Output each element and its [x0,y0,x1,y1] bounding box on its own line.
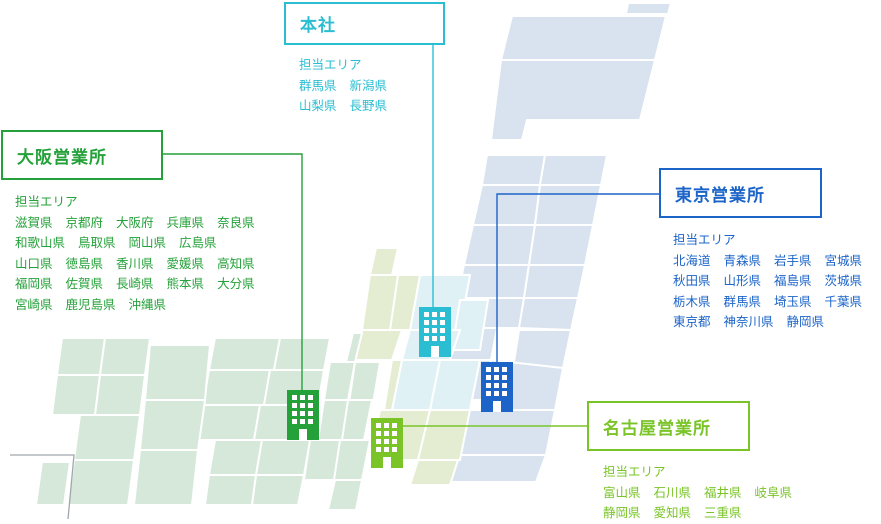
osaka-area-row: 福岡県佐賀県長崎県熊本県大分県 [15,274,268,295]
osaka-area-row: 宮崎県鹿児島県沖縄県 [15,295,268,316]
osaka-area: 担当エリア 滋賀県京都府大阪府兵庫県奈良県 和歌山県鳥取県岡山県広島県 山口県徳… [15,192,268,315]
prefecture-label: 群馬県 [299,77,337,93]
tokyo-office-box: 東京営業所 [659,168,822,218]
tokyo-area-title: 担当エリア [673,232,736,247]
osaka-office-name: 大阪営業所 [17,147,107,168]
prefecture-label: 奈良県 [217,214,255,230]
prefecture-label: 富山県 [603,484,641,500]
tokyo-area: 担当エリア 北海道青森県岩手県宮城県 秋田県山形県福島県茨城県 栃木県群馬県埼玉… [673,230,875,333]
prefecture-label: 静岡県 [786,314,825,329]
tokyo-building-icon [481,362,513,412]
prefecture-label: 山梨県 [299,98,337,113]
prefecture-label: 茨城県 [824,273,863,288]
hq-area-row: 山梨県長野県 [299,96,400,117]
tokyo-area-row: 北海道青森県岩手県宮城県 [673,251,875,272]
hq-area-row: 群馬県新潟県 [299,76,400,97]
prefecture-label: 山形県 [723,273,762,288]
prefecture-label: 大阪府 [116,214,154,230]
tokyo-area-row: 秋田県山形県福島県茨城県 [673,271,875,292]
prefecture-label: 滋賀県 [15,214,53,230]
osaka-area-row: 滋賀県京都府大阪府兵庫県奈良県 [15,213,268,234]
osaka-area-title: 担当エリア [15,194,78,209]
tokyo-connector [496,193,660,362]
nagoya-area-title: 担当エリア [603,464,666,479]
prefecture-label: 大分県 [217,276,255,291]
prefecture-label: 神奈川県 [723,314,774,329]
osaka-building-icon [287,390,319,440]
prefecture-label: 長崎県 [116,276,154,291]
nagoya-building-icon [371,418,403,468]
tokyo-office-name: 東京営業所 [675,185,765,206]
prefecture-label: 熊本県 [166,276,205,291]
hq-office-box: 本社 [284,2,445,45]
prefecture-label: 高知県 [217,255,255,271]
tokyo-area-row: 栃木県群馬県埼玉県千葉県 [673,292,875,313]
tokyo-region [422,154,609,483]
hq-office-name: 本社 [300,16,336,36]
okinawa-divider [10,454,75,519]
prefecture-label: 埼玉県 [774,293,812,309]
prefecture-label: 鳥取県 [78,235,116,250]
prefecture-label: 東京都 [673,314,711,329]
prefecture-label: 青森県 [723,252,762,268]
prefecture-label: 広島県 [179,235,217,250]
prefecture-label: 宮崎県 [15,296,53,312]
prefecture-label: 岩手県 [774,252,812,268]
prefecture-label: 鹿児島県 [65,296,116,312]
prefecture-label: 福島県 [774,273,812,288]
hq-building-icon [419,307,451,357]
prefecture-label: 石川県 [653,484,692,500]
osaka-region [34,332,382,511]
prefecture-label: 秋田県 [673,273,711,288]
prefecture-label: 岐阜県 [754,484,793,500]
prefecture-label: 新潟県 [349,77,388,93]
prefecture-label: 北海道 [673,252,711,268]
prefecture-label: 静岡県 [603,505,641,520]
prefecture-label: 岡山県 [128,235,167,250]
osaka-area-row: 和歌山県鳥取県岡山県広島県 [15,233,268,254]
prefecture-label: 栃木県 [673,293,711,309]
prefecture-label: 沖縄県 [128,296,167,312]
hokkaido-region [489,1,673,141]
tokyo-area-row: 東京都神奈川県静岡県 [673,312,875,333]
prefecture-label: 福岡県 [15,276,53,291]
prefecture-label: 徳島県 [65,255,104,271]
prefecture-label: 千葉県 [824,293,863,309]
hq-area: 担当エリア 群馬県新潟県 山梨県長野県 [299,55,400,117]
prefecture-label: 愛知県 [653,505,692,520]
osaka-office-box: 大阪営業所 [1,130,163,180]
nagoya-area-row: 富山県石川県福井県岐阜県 [603,483,805,504]
nagoya-office-name: 名古屋営業所 [603,418,711,439]
prefecture-label: 香川県 [116,255,154,271]
prefecture-label: 和歌山県 [15,235,66,250]
prefecture-label: 佐賀県 [65,276,104,291]
prefecture-label: 山口県 [15,255,53,271]
nagoya-area: 担当エリア 富山県石川県福井県岐阜県 静岡県愛知県三重県 [603,462,805,524]
prefecture-label: 京都府 [65,214,104,230]
prefecture-label: 兵庫県 [166,214,205,230]
prefecture-label: 群馬県 [723,293,762,309]
prefecture-label: 福井県 [704,484,742,500]
nagoya-office-box: 名古屋営業所 [587,401,750,451]
prefecture-label: 宮城県 [824,252,863,268]
osaka-area-row: 山口県徳島県香川県愛媛県高知県 [15,254,268,275]
osaka-connector [162,153,303,392]
nagoya-area-row: 静岡県愛知県三重県 [603,503,805,524]
prefecture-label: 三重県 [704,505,742,520]
prefecture-label: 愛媛県 [166,255,205,271]
hq-area-title: 担当エリア [299,57,362,72]
prefecture-label: 長野県 [349,98,388,113]
